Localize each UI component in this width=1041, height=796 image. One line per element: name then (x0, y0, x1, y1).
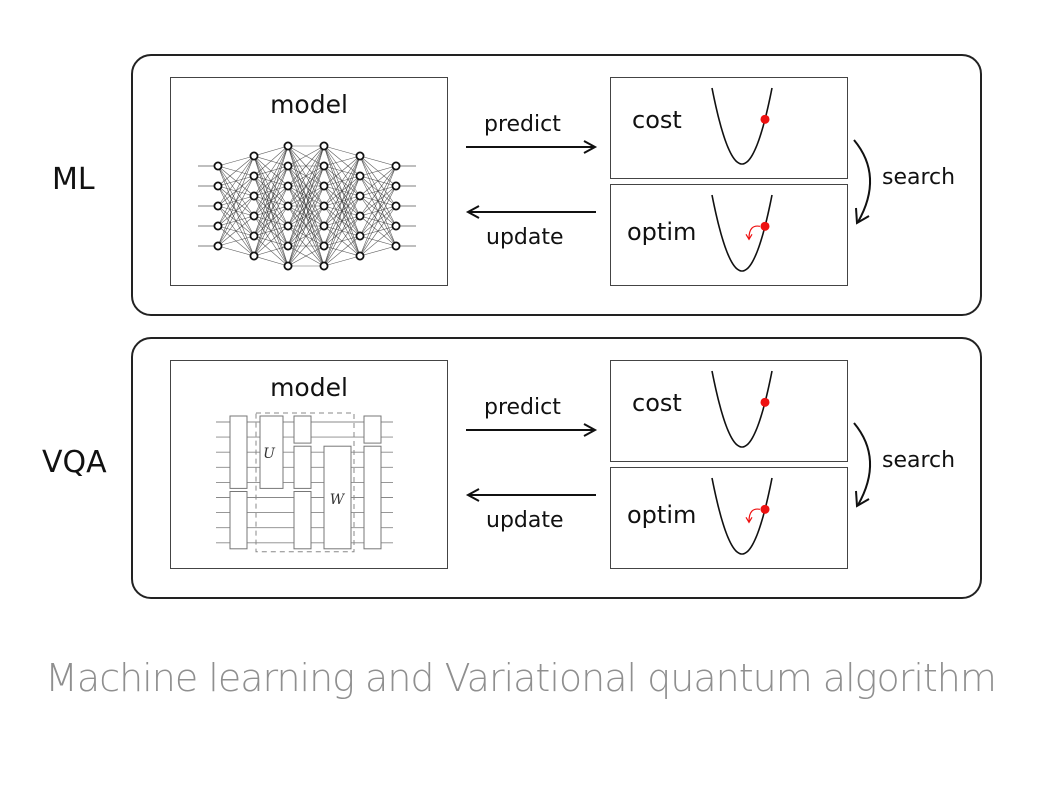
vqa-predict-arrow-icon (466, 423, 598, 437)
quantum-gate (293, 415, 312, 444)
vqa-optim-label: optim (627, 501, 697, 529)
nn-node (391, 201, 401, 211)
quantum-gate (363, 445, 382, 550)
nn-edges (217, 145, 397, 267)
ml-model-title: model (270, 90, 348, 119)
nn-node (249, 231, 259, 241)
nn-node (283, 241, 293, 251)
nn-node (213, 241, 223, 251)
cost-curve-icon (711, 87, 773, 165)
nn-node (249, 191, 259, 201)
nn-node (249, 211, 259, 221)
neural-network-icon (198, 141, 416, 271)
descent-arrowhead (745, 234, 753, 241)
nn-node (355, 191, 365, 201)
parameter-point (760, 114, 770, 124)
vqa-cost-label: cost (632, 389, 682, 417)
vqa-predict-label: predict (484, 395, 561, 420)
vqa-row-label: VQA (42, 445, 107, 480)
nn-node (355, 171, 365, 181)
quantum-gate (229, 491, 248, 550)
nn-node (319, 141, 329, 151)
nn-node (249, 171, 259, 181)
descent-arrowhead (745, 517, 753, 524)
parabola (711, 370, 773, 448)
vqa-panel (131, 337, 982, 599)
circuit-layer-bracket (255, 412, 355, 553)
nn-node (283, 261, 293, 271)
nn-node (213, 221, 223, 231)
ml-optim-box: optim (610, 184, 848, 286)
nn-node (283, 181, 293, 191)
quantum-gate (323, 445, 352, 550)
nn-node (391, 241, 401, 251)
nn-node (391, 221, 401, 231)
vqa-update-label: update (486, 508, 564, 533)
vqa-update-arrow-icon (465, 488, 596, 502)
ml-search-label: search (882, 165, 956, 190)
parabola (711, 194, 773, 272)
nn-node (283, 201, 293, 211)
quantum-gate (363, 415, 382, 444)
parameter-point (760, 397, 770, 407)
nn-node (355, 151, 365, 161)
nn-node (249, 251, 259, 261)
cost-curve-icon (711, 370, 773, 448)
nn-node (319, 201, 329, 211)
ml-model-box: model (170, 77, 448, 286)
parameter-point (760, 504, 770, 514)
ml-predict-arrow-icon (466, 140, 598, 154)
nn-node (355, 231, 365, 241)
descent-step-arrow (748, 225, 761, 239)
quantum-gate (293, 491, 312, 550)
nn-node (283, 161, 293, 171)
optim-curve-icon (711, 477, 773, 555)
quantum-gate (259, 415, 284, 489)
nn-node (213, 201, 223, 211)
gate-u-label: U (263, 446, 276, 462)
nn-node (355, 211, 365, 221)
vqa-optim-box: optim (610, 467, 848, 569)
nn-node (391, 161, 401, 171)
quantum-gate (229, 415, 248, 489)
nn-node (319, 261, 329, 271)
vqa-search-label: search (882, 448, 956, 473)
ml-update-arrow-icon (465, 205, 596, 219)
quantum-circuit-icon: UW (216, 412, 393, 553)
nn-node (319, 241, 329, 251)
ml-panel (131, 54, 982, 316)
vqa-cost-box: cost (610, 360, 848, 462)
nn-node (319, 221, 329, 231)
nn-node (319, 181, 329, 191)
nn-node (283, 141, 293, 151)
figure-caption: Machine learning and Variational quantum… (45, 656, 997, 700)
ml-search-arrow-icon (853, 139, 871, 225)
gate-w-label: W (330, 492, 346, 508)
ml-row-label: ML (52, 162, 95, 197)
parabola (711, 477, 773, 555)
nn-node (319, 161, 329, 171)
ml-update-label: update (486, 225, 564, 250)
nn-node (355, 251, 365, 261)
ml-optim-label: optim (627, 218, 697, 246)
nn-node (213, 181, 223, 191)
ml-cost-box: cost (610, 77, 848, 179)
nn-node (213, 161, 223, 171)
optim-curve-icon (711, 194, 773, 272)
descent-step-arrow (748, 508, 761, 522)
parabola (711, 87, 773, 165)
ml-predict-label: predict (484, 112, 561, 137)
nn-node (249, 151, 259, 161)
ml-cost-label: cost (632, 106, 682, 134)
vqa-model-title: model (270, 373, 348, 402)
parameter-point (760, 221, 770, 231)
vqa-search-arrow-icon (853, 422, 871, 508)
nn-node (391, 181, 401, 191)
nn-node (283, 221, 293, 231)
quantum-gate (293, 445, 312, 489)
